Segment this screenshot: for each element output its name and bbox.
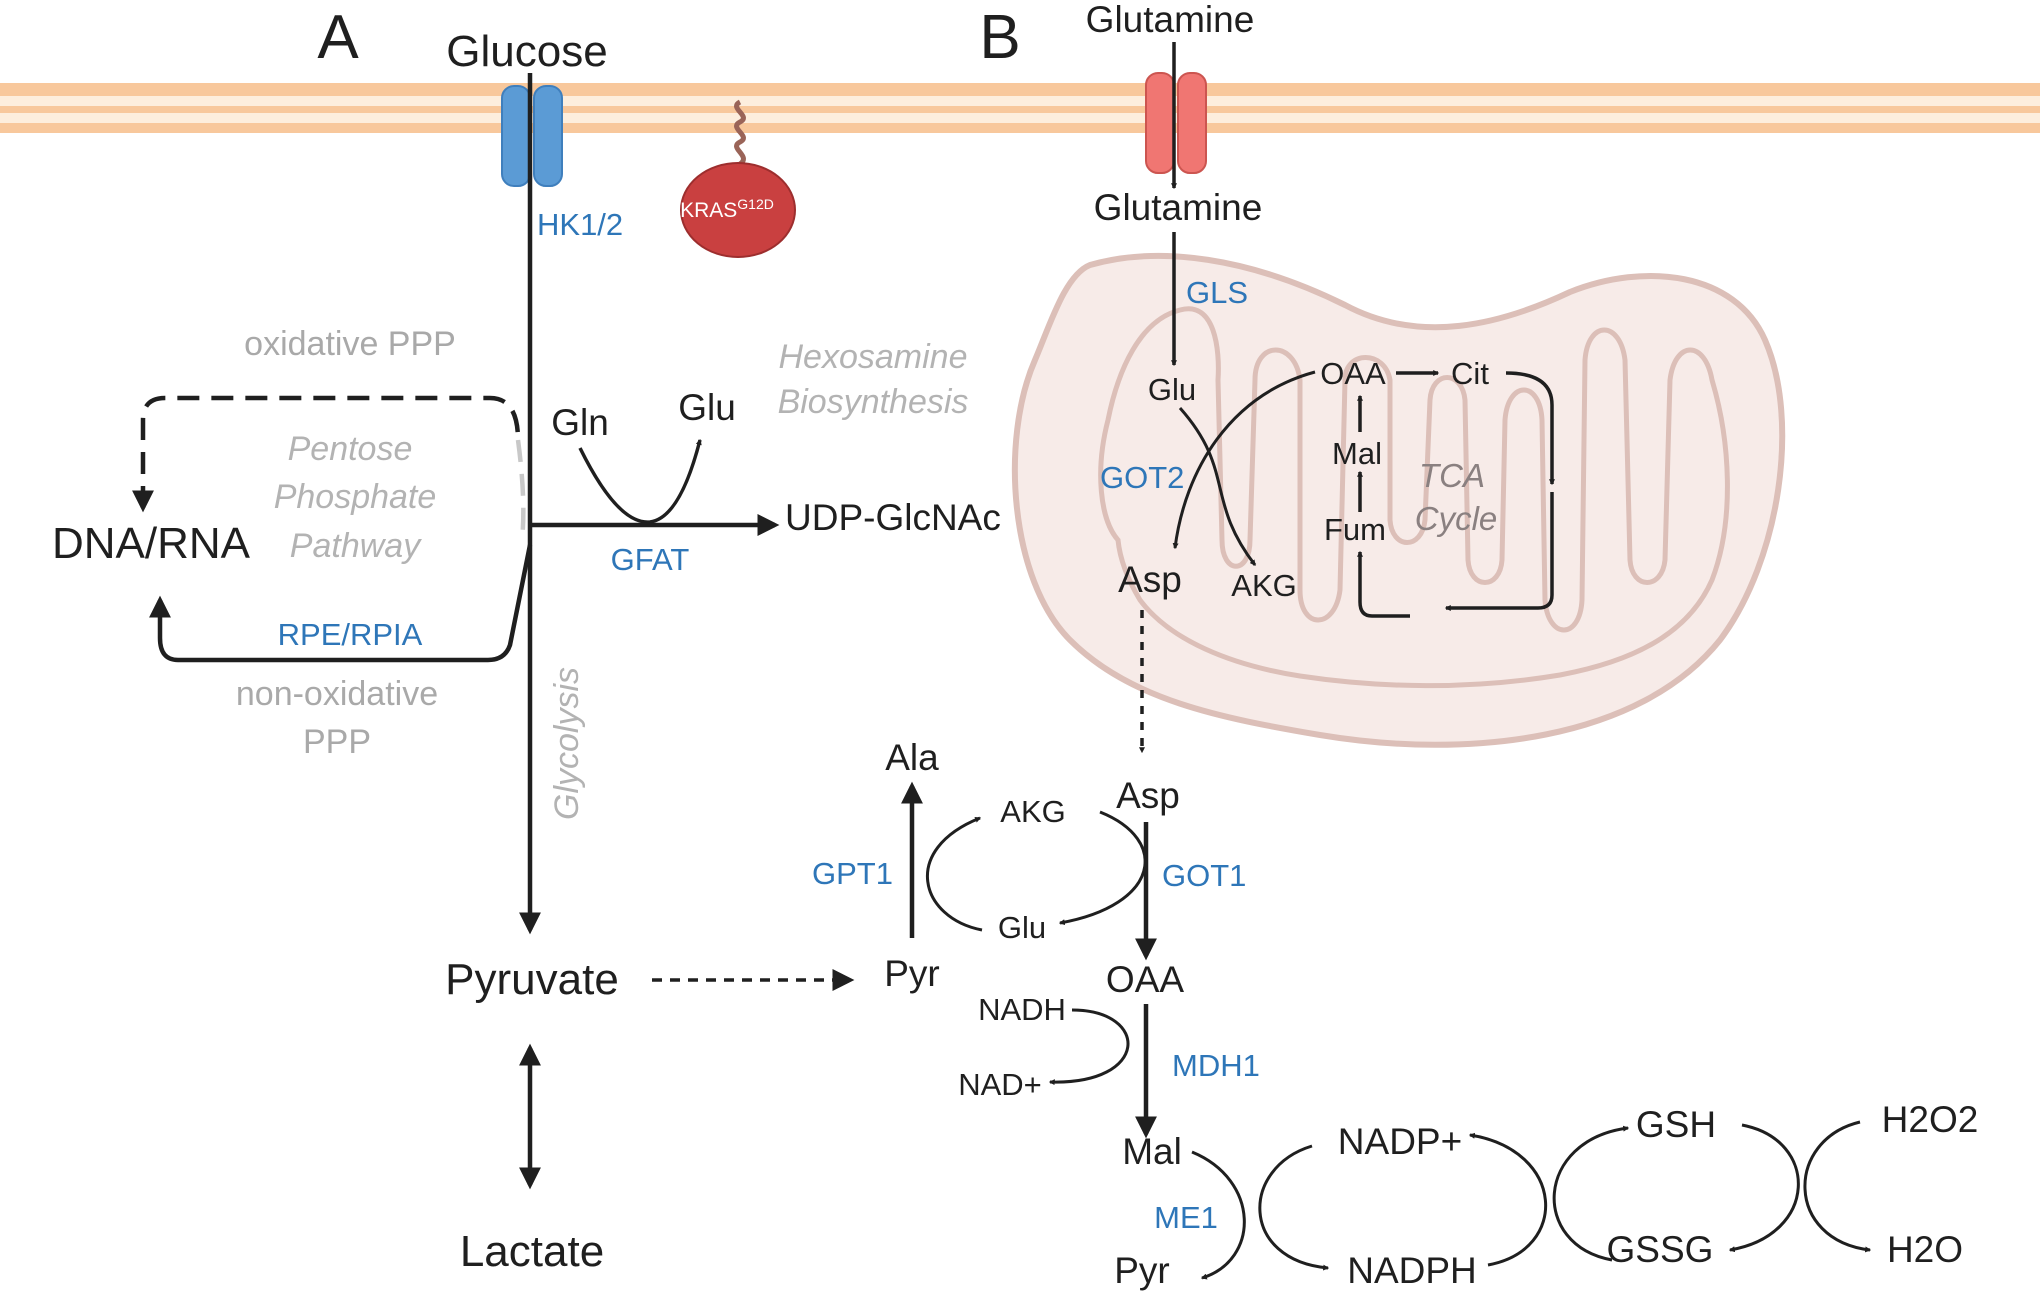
cyto-asp-label: Asp — [1116, 775, 1180, 816]
me1-nadp-to-nadph-curve — [1258, 1144, 1330, 1271]
hexosamine-label-line2: Biosynthesis — [778, 383, 969, 421]
glycolysis-label: Glycolysis — [548, 667, 586, 820]
tca-right-return-arrow — [1444, 492, 1554, 611]
nadh-label: NADH — [978, 992, 1066, 1027]
cyto-oaa-label: OAA — [1106, 959, 1184, 1000]
svg-text:KRASG12D: KRASG12D — [680, 196, 774, 222]
tca-label-line2: Cycle — [1415, 500, 1498, 537]
tca-cit-label: Cit — [1451, 356, 1489, 391]
gfat-enzyme-label: GFAT — [611, 542, 690, 577]
glucose-transporter — [501, 85, 563, 187]
gssg-to-gsh-curve — [1552, 1125, 1630, 1262]
non-oxidative-ppp-label-line1: non-oxidative — [236, 675, 438, 713]
non-oxidative-ppp-label-line2: PPP — [303, 723, 371, 761]
hexosamine-glu-label: Glu — [678, 387, 736, 428]
kras-mutation-superscript: G12D — [737, 196, 774, 212]
tca-label-line1: TCA — [1419, 457, 1485, 494]
tca-oaa-label: OAA — [1320, 356, 1386, 391]
nadph-label: NADPH — [1347, 1250, 1477, 1291]
hexosamine-label-line1: Hexosamine — [779, 338, 968, 376]
cyto-ala-label: Ala — [885, 737, 939, 778]
udp-glcnac-label: UDP-GlcNAc — [785, 497, 1001, 538]
got1-enzyme-label: GOT1 — [1162, 858, 1246, 893]
tca-mal-label: Mal — [1332, 436, 1382, 471]
mdh1-enzyme-label: MDH1 — [1172, 1048, 1260, 1083]
tca-bottom-to-fum-arrow — [1357, 550, 1410, 618]
oxidative-ppp-dashed-arrow — [132, 395, 521, 513]
h2o2-label: H2O2 — [1882, 1099, 1979, 1140]
h2o2-to-h2o-curve — [1803, 1120, 1872, 1253]
rpe-rpia-enzyme-label: RPE/RPIA — [278, 617, 423, 652]
cyto-glu-label: Glu — [998, 910, 1046, 945]
got1-akg-to-glu-curve — [1058, 810, 1147, 926]
nad-label: NAD+ — [958, 1067, 1042, 1102]
cyto-mal-label: Mal — [1122, 1131, 1182, 1172]
glutamine-transporter — [1145, 72, 1207, 174]
oxidative-ppp-label: oxidative PPP — [244, 325, 456, 363]
nadph-to-nadp-curve — [1468, 1132, 1548, 1267]
nadp-label: NADP+ — [1338, 1121, 1462, 1162]
cit-to-downstream-arrow — [1505, 371, 1555, 486]
kras-protein: KRASG12D — [680, 99, 796, 258]
mito-glu-label: Glu — [1148, 372, 1196, 407]
got2-oaa-to-asp-curve — [1172, 370, 1316, 550]
mito-asp-label: Asp — [1118, 559, 1182, 600]
cyto-akg-label: AKG — [1000, 794, 1065, 829]
kras-label: KRAS — [680, 199, 737, 222]
lactate-label: Lactate — [460, 1227, 604, 1276]
me1-mal-to-pyr-curve — [1191, 1150, 1246, 1280]
pyruvate-label: Pyruvate — [445, 955, 619, 1004]
glucose-label: Glucose — [446, 27, 607, 76]
gls-enzyme-label: GLS — [1186, 275, 1248, 310]
tca-fum-label: Fum — [1324, 512, 1386, 547]
cyto-pyr2-label: Pyr — [1114, 1250, 1170, 1291]
got2-glu-to-akg-curve — [1178, 407, 1257, 566]
hexosamine-gln-label: Gln — [551, 402, 609, 443]
cell-membrane — [0, 83, 2040, 133]
ppp-label-line1: Pentose — [288, 430, 413, 468]
mitochondrion — [1011, 252, 1786, 748]
mito-akg-label: AKG — [1231, 568, 1296, 603]
panel-label-b: B — [979, 3, 1020, 72]
gssg-label: GSSG — [1607, 1229, 1714, 1270]
glutamine-inside-label: Glutamine — [1094, 187, 1263, 228]
gpt1-enzyme-label: GPT1 — [812, 856, 893, 891]
non-oxidative-ppp-arrow — [149, 544, 533, 663]
mdh1-nadh-to-nad-curve — [1048, 1008, 1130, 1086]
me1-enzyme-label: ME1 — [1154, 1200, 1218, 1235]
got2-enzyme-label: GOT2 — [1100, 460, 1184, 495]
cyto-pyr-label: Pyr — [884, 953, 940, 994]
gsh-label: GSH — [1636, 1104, 1716, 1145]
ppp-label-line2: Phosphate — [274, 478, 437, 516]
oxidative-ppp-grey-segment — [515, 439, 526, 541]
dna-rna-label: DNA/RNA — [52, 519, 251, 568]
hk-enzyme-label: HK1/2 — [537, 207, 623, 242]
panel-label-a: A — [317, 3, 359, 72]
h2o-label: H2O — [1887, 1229, 1963, 1270]
glutamine-outside-label: Glutamine — [1086, 0, 1255, 40]
gln-glu-exchange-curve — [578, 438, 702, 524]
gsh-to-gssg-curve — [1728, 1123, 1800, 1253]
gpt1-glu-to-akg-curve — [925, 816, 983, 932]
ppp-label-line3: Pathway — [290, 527, 422, 565]
